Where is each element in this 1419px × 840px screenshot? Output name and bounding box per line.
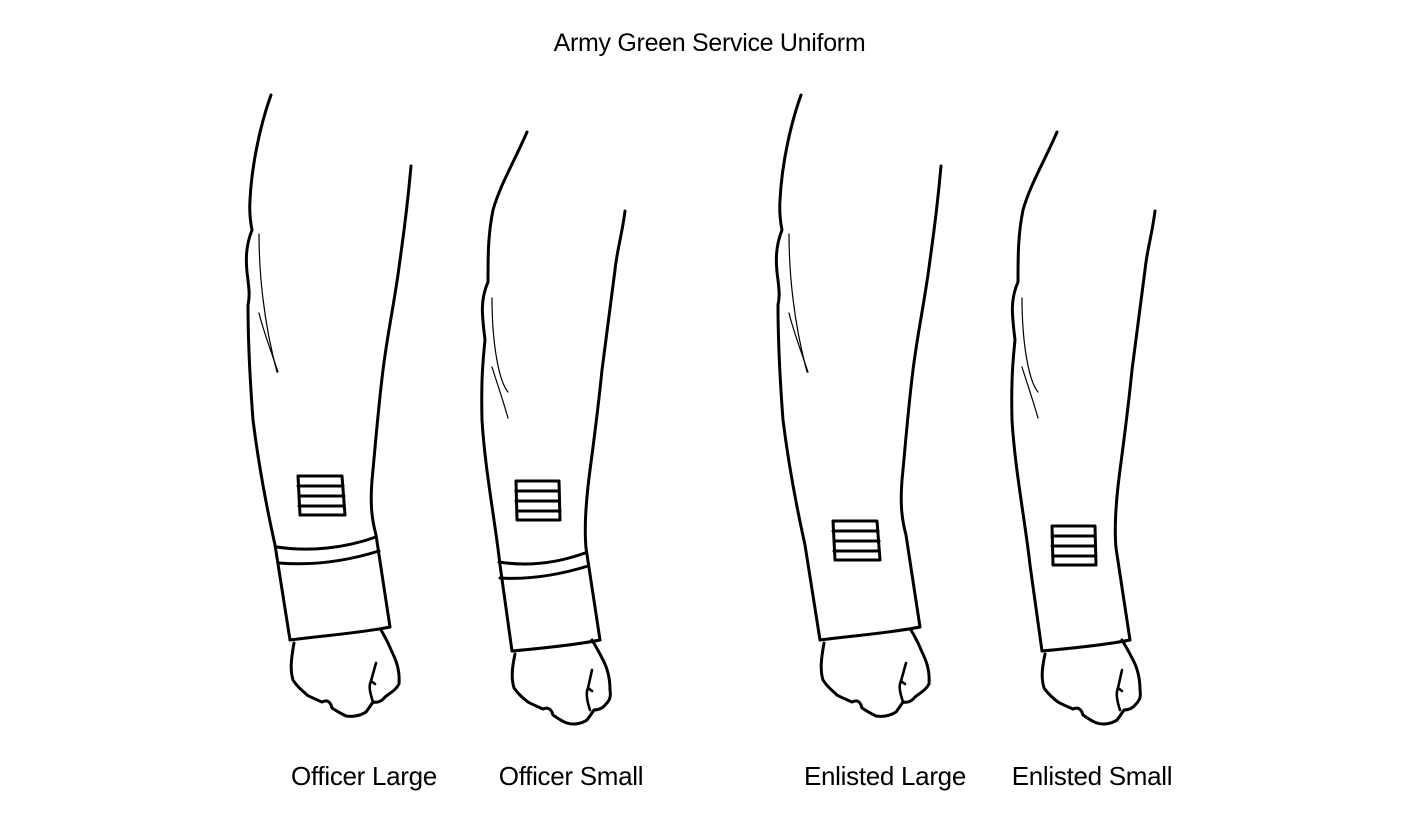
service-stripes-patch — [831, 519, 882, 562]
fist-icon — [510, 638, 612, 726]
fist-icon — [1040, 638, 1142, 726]
fist-icon — [289, 628, 401, 718]
sleeve-enlisted-large — [774, 93, 943, 718]
diagram-title: Army Green Service Uniform — [553, 29, 866, 57]
fist-icon — [819, 628, 931, 718]
service-stripes-patch — [296, 474, 347, 517]
cuff-braid — [275, 535, 381, 566]
sleeve-officer-large — [244, 93, 413, 718]
label-officer-large: Officer Large — [291, 761, 437, 791]
label-officer-small: Officer Small — [498, 761, 644, 791]
label-enlisted-large: Enlisted Large — [803, 761, 967, 791]
service-stripes-patch — [1050, 524, 1098, 567]
sleeve-enlisted-small — [1010, 130, 1157, 726]
cuff-braid — [497, 551, 590, 580]
sleeve-outline — [774, 93, 943, 642]
sleeve-outline — [244, 93, 413, 642]
label-enlisted-small: Enlisted Small — [1011, 761, 1173, 791]
service-stripes-patch — [514, 479, 562, 522]
sleeve-officer-small — [480, 130, 627, 726]
sleeve-outline — [1010, 130, 1157, 653]
